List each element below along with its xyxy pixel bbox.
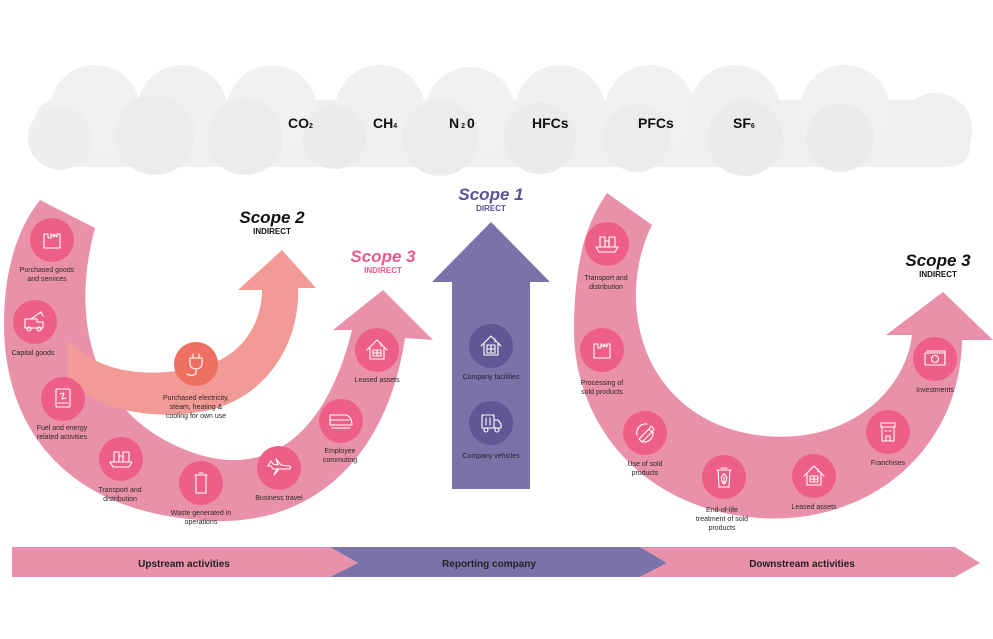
recycle-bottle-icon: [636, 423, 655, 443]
factory-icon: [593, 343, 611, 359]
banknote-icon: [924, 350, 946, 366]
upstream-label: Leased assets: [354, 377, 400, 384]
downstream-label: distribution: [589, 284, 623, 291]
downstream-label: Use of sold: [627, 461, 662, 468]
upstream-label: related activities: [37, 434, 88, 441]
reporting-company-label: Reporting company: [442, 559, 536, 570]
building-icon: [480, 335, 502, 356]
downstream-label: Leased assets: [791, 504, 837, 511]
downstream-label: Processing of: [581, 380, 623, 387]
gas-hfcs: HFCs: [532, 115, 569, 131]
gas-co2: CO2: [288, 115, 313, 131]
downstream-item-leased-assets: Leased assets: [791, 454, 837, 511]
scope2-item-purchased-electricity: Purchased electricity, steam, heating & …: [163, 342, 229, 420]
scope1-item-company-vehicles: Company vehicles: [462, 401, 520, 460]
scope2-title: Scope 2: [239, 208, 305, 227]
scope1-title: Scope 1: [458, 185, 523, 204]
scope1-label: Company facilities: [463, 374, 520, 381]
upstream-activities-label: Upstream activities: [138, 559, 230, 570]
upstream-item-fuel-energy: Fuel and energy related activities: [37, 377, 88, 441]
scope3-downstream-subtitle: INDIRECT: [919, 270, 957, 279]
upstream-label: and services: [27, 276, 67, 283]
scope2-arrow: [68, 250, 316, 415]
scope1-label: Company vehicles: [462, 453, 520, 460]
scope3-upstream-subtitle: INDIRECT: [364, 266, 402, 275]
scope1-heading: Scope 1 DIRECT: [458, 185, 523, 213]
scope1-subtitle: DIRECT: [476, 204, 506, 213]
upstream-label: Purchased goods: [20, 267, 75, 274]
truck-icon: [481, 414, 502, 433]
downstream-label: Franchises: [871, 460, 906, 467]
scope1-item-company-facilities: Company facilities: [463, 324, 520, 381]
upstream-label: Employee: [324, 448, 355, 455]
scope3-downstream-title: Scope 3: [905, 251, 971, 270]
downstream-item-use-of-sold-products: Use of sold products: [623, 411, 667, 477]
downstream-activities-segment: [640, 547, 980, 577]
scope2-heading: Scope 2 INDIRECT: [239, 208, 305, 236]
downstream-item-end-of-life: End-of-life treatment of sold products: [696, 455, 748, 532]
upstream-label: Waste generated in: [171, 510, 232, 517]
scope2-label: cooling for own use: [166, 413, 226, 420]
downstream-item-franchises: Franchises: [866, 410, 910, 467]
upstream-item-capital-goods: Capital goods: [12, 300, 57, 357]
storefront-icon: [880, 422, 896, 442]
downstream-item-investments: Investments: [913, 337, 957, 394]
upstream-activities-segment: [12, 547, 358, 577]
scope3-downstream-heading: Scope 3 INDIRECT: [905, 251, 971, 279]
crane-truck-icon: [24, 311, 44, 332]
scope3-upstream-title: Scope 3: [350, 247, 416, 266]
downstream-label: End-of-life: [706, 507, 738, 514]
airplane-icon: [267, 458, 292, 476]
downstream-label: products: [709, 525, 736, 532]
upstream-item-business-travel: Business travel: [255, 446, 303, 502]
downstream-label: Transport and: [584, 275, 627, 282]
house-icon: [803, 465, 825, 486]
cargo-ship-icon: [595, 236, 619, 253]
downstream-label: products: [632, 470, 659, 477]
upstream-label: Fuel and energy: [37, 425, 88, 432]
scope2-subtitle: INDIRECT: [253, 227, 291, 236]
upstream-item-transport: Transport and distribution: [98, 437, 143, 503]
scope2-label: steam, heating &: [170, 404, 223, 411]
upstream-item-employee-commuting: Employee commuting: [319, 399, 363, 464]
scope2-label: Purchased electricity,: [163, 395, 229, 402]
downstream-label: Investments: [916, 387, 954, 394]
downstream-label: treatment of sold: [696, 516, 748, 523]
cargo-ship-icon: [109, 451, 133, 468]
upstream-label: distribution: [103, 496, 137, 503]
downstream-item-transport: Transport and distribution: [584, 222, 629, 291]
activity-bar: Upstream activities Reporting company Do…: [12, 547, 980, 577]
upstream-item-waste: Waste generated in operations: [171, 461, 232, 526]
upstream-label: commuting: [323, 457, 357, 464]
gas-ch4: CH4: [373, 115, 397, 131]
upstream-item-leased-assets: Leased assets: [354, 328, 400, 384]
compost-bin-icon: [716, 467, 732, 488]
emissions-cloud: [28, 65, 972, 176]
upstream-label: Capital goods: [12, 350, 55, 357]
downstream-item-processing: Processing of sold products: [580, 328, 624, 396]
gas-pfcs: PFCs: [638, 115, 674, 131]
waste-bin-icon: [194, 472, 208, 494]
upstream-label: Business travel: [255, 495, 303, 502]
reporting-company-segment: [330, 547, 667, 577]
upstream-label: Transport and: [98, 487, 141, 494]
scope3-upstream-heading: Scope 3 INDIRECT: [350, 247, 416, 275]
downstream-label: sold products: [581, 389, 623, 396]
train-icon: [329, 414, 353, 429]
factory-icon: [43, 233, 61, 249]
upstream-item-purchased-goods: Purchased goods and services: [20, 218, 75, 283]
power-plug-icon: [186, 353, 203, 376]
downstream-activities-label: Downstream activities: [749, 559, 855, 570]
gas-sf6: SF6: [733, 115, 755, 131]
upstream-label: operations: [185, 519, 218, 526]
house-icon: [366, 339, 388, 360]
fuel-pump-icon: [55, 388, 71, 408]
